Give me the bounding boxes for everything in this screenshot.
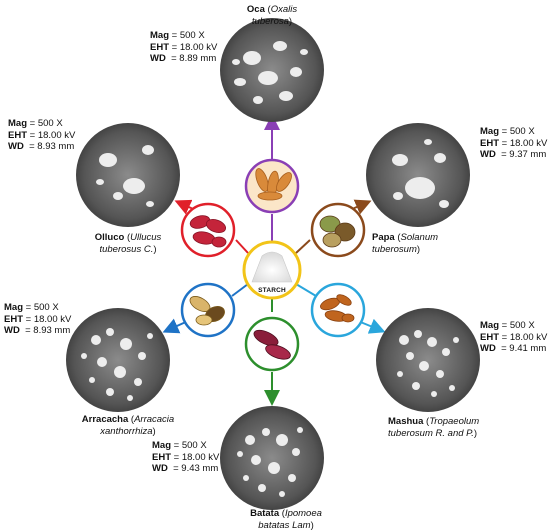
label-arracacha: Arracacha (Arracacia xanthorrhiza) — [81, 414, 175, 437]
sem-oca-micrograph — [220, 18, 324, 122]
meta-oca: Mag = 500 X EHT = 18.00 kV WD = 8.89 mm — [150, 30, 218, 64]
meta-arracacha: Mag = 500 X EHT = 18.00 kV WD = 8.93 mm — [4, 302, 72, 336]
photo-arracacha — [180, 282, 236, 338]
photo-papa — [310, 202, 366, 258]
sem-arracacha-micrograph — [66, 308, 170, 412]
meta-olluco: Mag = 500 X EHT = 18.00 kV WD = 8.93 mm — [8, 118, 76, 152]
label-batata: Batata (Ipomoea batatas Lam) — [250, 508, 322, 531]
meta-papa: Mag = 500 X EHT = 18.00 kV WD = 9.37 mm — [480, 126, 548, 160]
sem-papa-micrograph — [366, 123, 470, 227]
sem-olluco-micrograph — [76, 123, 180, 227]
meta-mashua: Mag = 500 X EHT = 18.00 kV WD = 9.41 mm — [480, 320, 548, 354]
label-olluco: Olluco (Ullucus tuberosus C.) — [94, 232, 162, 255]
label-mashua: Mashua (Tropaeolum tuberosum R. and P.) — [388, 416, 480, 439]
photo-mashua — [310, 282, 366, 338]
starch-center — [242, 240, 302, 300]
label-oca: Oca (Oxalis tuberosa) — [246, 4, 298, 27]
meta-batata: Mag = 500 X EHT = 18.00 kV WD = 9.43 mm — [152, 440, 220, 474]
photo-oca — [244, 158, 300, 214]
photo-olluco — [180, 202, 236, 258]
photo-batata — [244, 316, 300, 372]
starch-label: STARCH — [258, 287, 286, 294]
sem-mashua-micrograph — [376, 308, 480, 412]
sem-batata-micrograph — [220, 406, 324, 510]
label-papa: Papa (Solanum tuberosum) — [372, 232, 439, 255]
